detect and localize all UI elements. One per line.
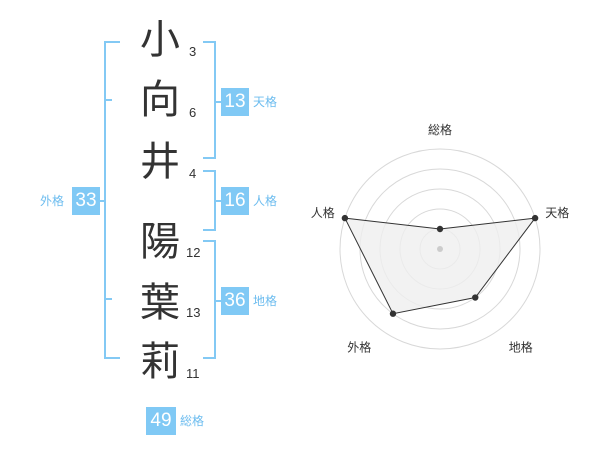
name-char-3: 井 (140, 139, 180, 185)
radar-axis-label-3: 地格 (509, 340, 533, 355)
radar-point-5 (341, 214, 349, 222)
soukaku-value-badge: 49 (146, 407, 176, 435)
name-char-4: 陽 (140, 219, 180, 265)
name-char-5: 葉 (140, 280, 180, 326)
name-char-2: 向 (140, 77, 180, 123)
stroke-count-5: 13 (186, 305, 201, 320)
radar-axis-label-1: 総格 (428, 122, 452, 137)
radar-area (344, 217, 537, 315)
radar-point-3 (472, 294, 479, 301)
stroke-count-6: 11 (186, 366, 200, 381)
radar-point-2 (531, 214, 539, 222)
jinkaku-label: 人格 (253, 194, 278, 208)
jinkaku-value-badge: 16 (221, 187, 249, 215)
radar-center-point (437, 246, 443, 252)
tenkaku-value-badge: 13 (221, 88, 249, 116)
chikaku-label: 地格 (253, 294, 278, 308)
soukaku-label: 総格 (180, 414, 205, 428)
radar-axis-label-5: 人格 (311, 205, 335, 220)
stroke-count-1: 3 (189, 44, 197, 59)
chikaku-value-badge: 36 (221, 287, 249, 315)
gaikaku-label: 外格 (40, 194, 65, 208)
name-char-1: 小 (140, 17, 180, 63)
stroke-count-3: 4 (189, 166, 197, 181)
name-char-6: 莉 (140, 339, 180, 385)
radar-point-4 (389, 310, 397, 317)
stroke-count-4: 12 (186, 245, 201, 260)
tenkaku-label: 天格 (253, 95, 278, 109)
gaikaku-value-badge: 33 (72, 187, 100, 215)
radar-ring-5 (339, 148, 541, 350)
stroke-count-2: 6 (189, 105, 197, 120)
radar-point-1 (436, 225, 444, 233)
radar-axis-label-4: 外格 (347, 340, 371, 355)
radar-axis-label-2: 天格 (545, 205, 569, 220)
